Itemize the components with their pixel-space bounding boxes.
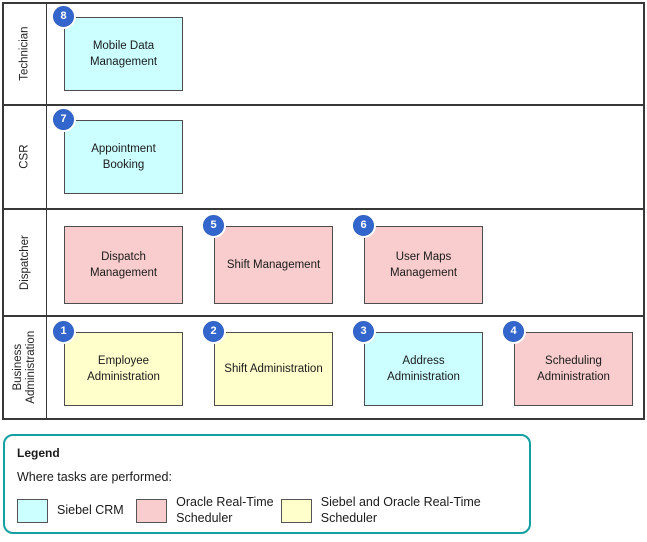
- task-box-employee-administration: 1 Employee Administration: [51, 319, 183, 406]
- task-box-scheduling-administration: 4 Scheduling Administration: [501, 319, 633, 406]
- lane-label-cell: Technician: [4, 4, 47, 104]
- step-badge: 6: [351, 213, 376, 238]
- lane-content: 1 Employee Administration 2 Shift Admini…: [47, 317, 643, 418]
- task-box-shift-administration: 2 Shift Administration: [201, 319, 333, 406]
- lane-csr: CSR 7 Appointment Booking: [4, 106, 643, 210]
- lane-label-dispatcher: Dispatcher: [18, 235, 31, 290]
- legend-entry-label: Oracle Real-Time Scheduler: [176, 495, 274, 525]
- lane-dispatcher: Dispatcher Dispatch Management 5 Shift M…: [4, 210, 643, 317]
- siebel-and-oracle-rts-swatch: [280, 498, 312, 523]
- task-box-dispatch-management: Dispatch Management: [64, 226, 183, 304]
- step-badge: 8: [51, 4, 76, 29]
- oracle-rts-swatch: [136, 498, 168, 523]
- task-title: Address Administration: [387, 354, 460, 383]
- task-box-mobile-data-management: 8 Mobile Data Management: [51, 4, 183, 91]
- lane-label-cell: Business Administration: [4, 317, 47, 418]
- legend-entry-oracle-rts: Oracle Real-Time Scheduler: [136, 495, 281, 526]
- task-box-address-administration: 3 Address Administration: [351, 319, 483, 406]
- legend-entry-siebel-crm: Siebel CRM: [17, 498, 136, 523]
- task-box-shift-management: 5 Shift Management: [201, 213, 333, 304]
- lane-business-administration: Business Administration 1 Employee Admin…: [4, 317, 643, 418]
- task-title: Shift Management: [226, 258, 321, 271]
- lane-label-cell: CSR: [4, 106, 47, 208]
- task-title: User Maps Management: [389, 250, 458, 279]
- step-badge: 1: [51, 319, 76, 344]
- lane-label-business-administration: Business Administration: [11, 331, 38, 404]
- lane-label-cell: Dispatcher: [4, 210, 47, 315]
- lane-label-technician: Technician: [18, 26, 31, 82]
- step-badge: 5: [201, 213, 226, 238]
- task-title: Shift Administration: [224, 362, 323, 375]
- legend-entry-label: Siebel and Oracle Real-Time Scheduler: [320, 495, 481, 525]
- swimlane-diagram: Technician 8 Mobile Data Management CSR …: [2, 2, 645, 420]
- lane-content: Dispatch Management 5 Shift Management 6…: [47, 210, 643, 315]
- lane-content: 8 Mobile Data Management: [47, 4, 643, 104]
- siebel-crm-swatch: [17, 498, 48, 523]
- task-title: Scheduling Administration: [537, 354, 610, 383]
- legend-title: Legend: [17, 446, 60, 460]
- step-badge: 7: [51, 107, 76, 132]
- lane-label-csr: CSR: [18, 144, 31, 170]
- legend-entry-label: Siebel CRM: [57, 502, 124, 517]
- task-box-user-maps-management: 6 User Maps Management: [351, 213, 483, 304]
- lane-content: 7 Appointment Booking: [47, 106, 643, 208]
- task-box-appointment-booking: 7 Appointment Booking: [51, 107, 183, 194]
- lane-technician: Technician 8 Mobile Data Management: [4, 4, 643, 106]
- task-title: Dispatch Management: [89, 250, 158, 279]
- legend-entry-siebel-and-oracle-rts: Siebel and Oracle Real-Time Scheduler: [280, 495, 517, 526]
- step-badge: 3: [351, 319, 376, 344]
- legend: Legend Where tasks are performed: Siebel…: [3, 434, 531, 534]
- legend-entries: Siebel CRM Oracle Real-Time Scheduler Si…: [17, 495, 517, 526]
- task-title: Appointment Booking: [91, 142, 156, 171]
- task-title: Mobile Data Management: [89, 39, 158, 68]
- step-badge: 2: [201, 319, 226, 344]
- task-title: Employee Administration: [87, 354, 160, 383]
- legend-subtitle: Where tasks are performed:: [17, 470, 172, 484]
- step-badge: 4: [501, 319, 526, 344]
